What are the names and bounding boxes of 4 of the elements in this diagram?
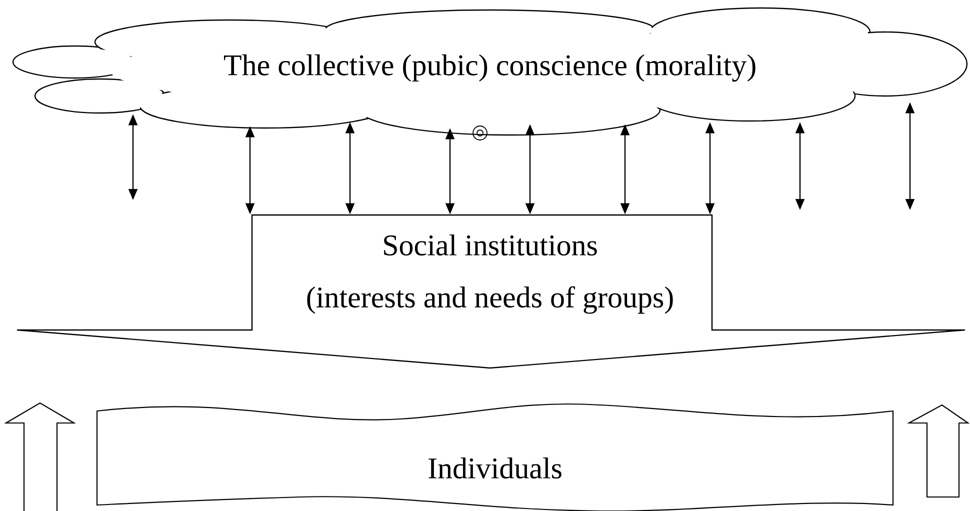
node-label: The collective (pubic) conscience (morality) bbox=[224, 54, 756, 82]
institutions-chevron: Social institutions (interests and needs of groups) bbox=[16, 214, 966, 369]
wavy-banner: Individuals bbox=[96, 403, 894, 511]
cloud: The collective (pubic) conscience (morality) bbox=[12, 7, 968, 136]
